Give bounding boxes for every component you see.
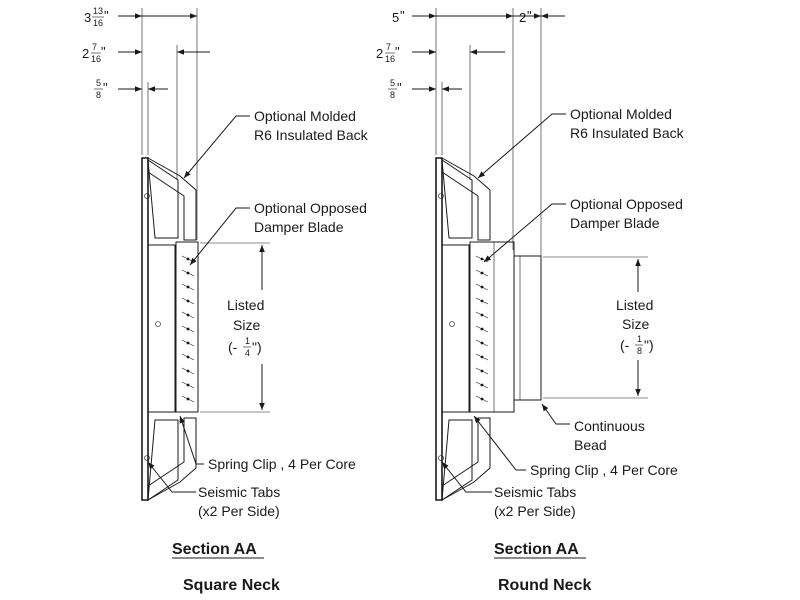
tolerance-den: 8 [637, 346, 642, 356]
callout-back-2: R6 Insulated Back [570, 125, 685, 141]
dimension-overall-depth: 3 13 16 " [84, 6, 197, 28]
callout-seismic-2: (x2 Per Side) [494, 503, 576, 519]
callout-damper-2: Damper Blade [254, 219, 344, 235]
damper-blades [475, 255, 489, 403]
dim-den: 16 [385, 54, 395, 64]
callout-damper-2: Damper Blade [570, 215, 660, 231]
dim-mark: " [104, 8, 109, 23]
dim-whole: 5 [392, 10, 399, 25]
dimension-neck-length: 2 " [513, 8, 565, 25]
dim-num: 7 [92, 42, 97, 52]
dim-mark: " [395, 44, 400, 59]
dim-mark: " [397, 80, 402, 95]
dim-den: 16 [93, 18, 103, 28]
size-label: Size [622, 316, 649, 332]
tolerance-num: 1 [245, 336, 250, 346]
dim-den: 8 [390, 90, 395, 100]
callout-spring: Spring Clip , 4 Per Core [208, 456, 356, 472]
callout-seismic-1: Seismic Tabs [494, 484, 576, 500]
callout-back-2: R6 Insulated Back [254, 127, 369, 143]
dim-den: 8 [96, 90, 101, 100]
dim-whole: 2 [519, 10, 526, 25]
tolerance-den: 4 [245, 348, 250, 358]
dim-num: 5 [96, 78, 101, 88]
dim-num: 7 [386, 42, 391, 52]
tolerance-open: (- [620, 337, 630, 353]
neck-title: Square Neck [183, 577, 280, 594]
listed-label: Listed [616, 297, 653, 313]
damper-blades [181, 255, 195, 403]
dimension-back-depth: 2 7 16 " [82, 42, 210, 64]
neck-title: Round Neck [498, 577, 591, 594]
dim-mark: " [101, 44, 106, 59]
dim-den: 16 [91, 54, 101, 64]
listed-label: Listed [227, 297, 264, 313]
callout-seismic-2: (x2 Per Side) [198, 503, 280, 519]
tolerance-num: 1 [637, 334, 642, 344]
dim-mark: " [103, 80, 108, 95]
dimension-flange: 5 8 " [388, 78, 462, 100]
callout-spring: Spring Clip , 4 Per Core [530, 462, 678, 478]
callout-bead-2: Bead [574, 437, 607, 453]
round-neck-section: 5 " 2 " 2 7 16 " 5 8 " [376, 8, 685, 594]
dim-num: 13 [93, 6, 103, 16]
dimension-overall-depth: 5 " [392, 8, 513, 25]
dim-whole: 3 [84, 10, 91, 25]
callout-bead-1: Continuous [574, 418, 645, 434]
section-title: Section AA [172, 541, 257, 558]
callout-damper-1: Optional Opposed [254, 200, 367, 216]
dimension-back-depth: 2 7 16 " [376, 42, 505, 64]
section-title: Section AA [494, 541, 579, 558]
dimension-flange: 5 8 " [94, 78, 168, 100]
callout-back-1: Optional Molded [570, 106, 672, 122]
size-label: Size [233, 317, 260, 333]
callout-seismic-1: Seismic Tabs [198, 484, 280, 500]
dim-whole: 2 [82, 46, 89, 61]
dim-whole: 2 [376, 46, 383, 61]
dim-mark: " [400, 8, 405, 23]
tolerance-close: ") [644, 337, 654, 353]
callout-back-1: Optional Molded [254, 108, 356, 124]
dim-mark: " [527, 8, 532, 23]
callout-damper-1: Optional Opposed [570, 196, 683, 212]
tolerance-open: (- [228, 339, 238, 355]
dim-num: 5 [390, 78, 395, 88]
tolerance-close: ") [252, 339, 262, 355]
square-neck-section: 3 13 16 " 2 7 16 " 5 8 " [82, 6, 369, 594]
